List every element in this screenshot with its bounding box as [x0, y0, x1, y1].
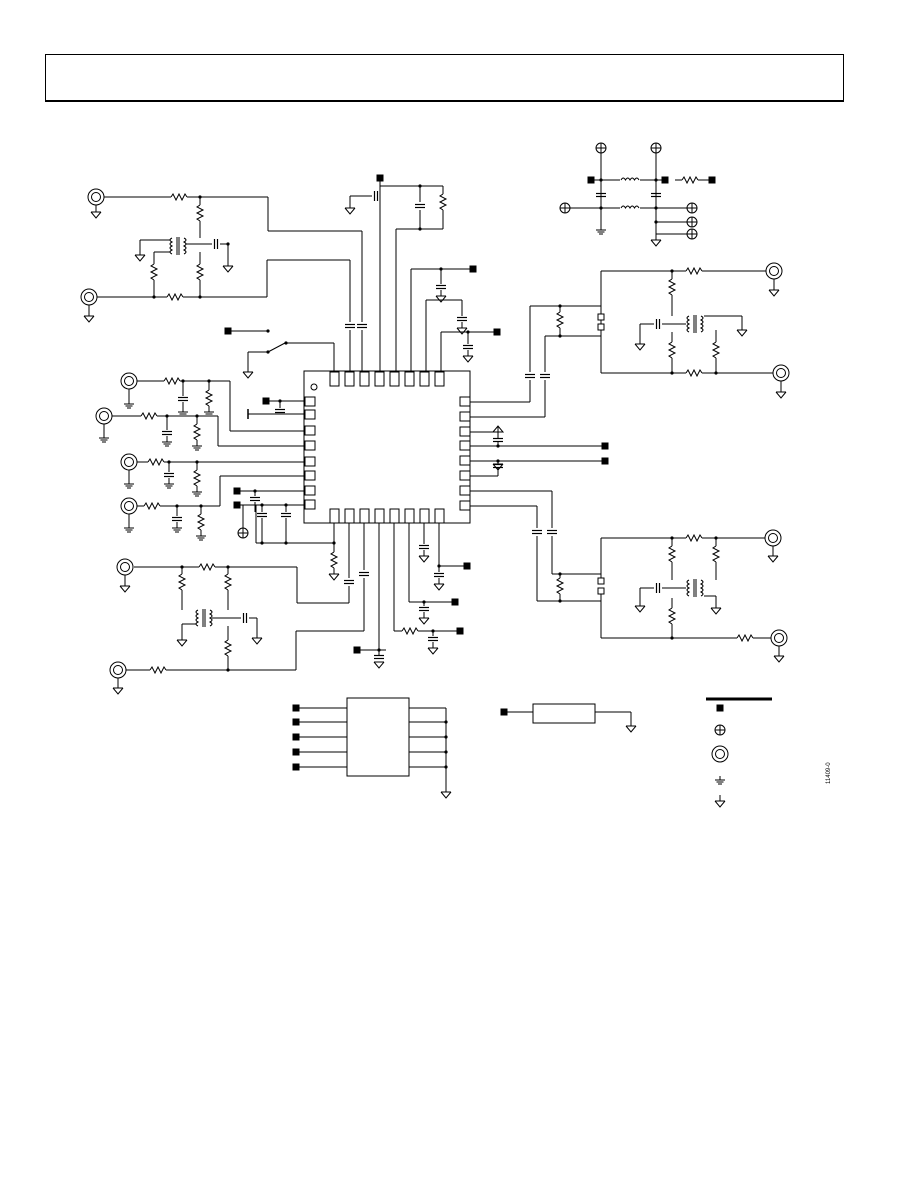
junction-dot	[152, 178, 718, 769]
ground-icon	[83, 207, 787, 808]
output-pad	[597, 313, 605, 595]
capacitor-icon	[161, 190, 662, 660]
coax-connector-icon	[80, 188, 790, 763]
ic-right-pins	[459, 396, 471, 511]
ic-bottom-pins	[329, 508, 445, 524]
pin1-label: o	[312, 386, 316, 392]
ic-package	[303, 370, 471, 524]
power-terminal-icon	[237, 142, 726, 736]
chassis-ground-icon	[98, 225, 726, 785]
resistor-icon	[140, 176, 754, 674]
secondary-ic	[346, 697, 410, 777]
test-point-icon	[224, 174, 724, 771]
wiring	[88, 153, 782, 801]
header-box	[45, 54, 844, 102]
ic-left-pins	[304, 396, 316, 510]
pin1-marker	[310, 383, 318, 391]
inductor-icon	[620, 177, 640, 209]
oscillator-block	[532, 703, 596, 724]
figure-id: 11409-0	[826, 762, 832, 784]
ic-top-pins	[329, 371, 445, 387]
